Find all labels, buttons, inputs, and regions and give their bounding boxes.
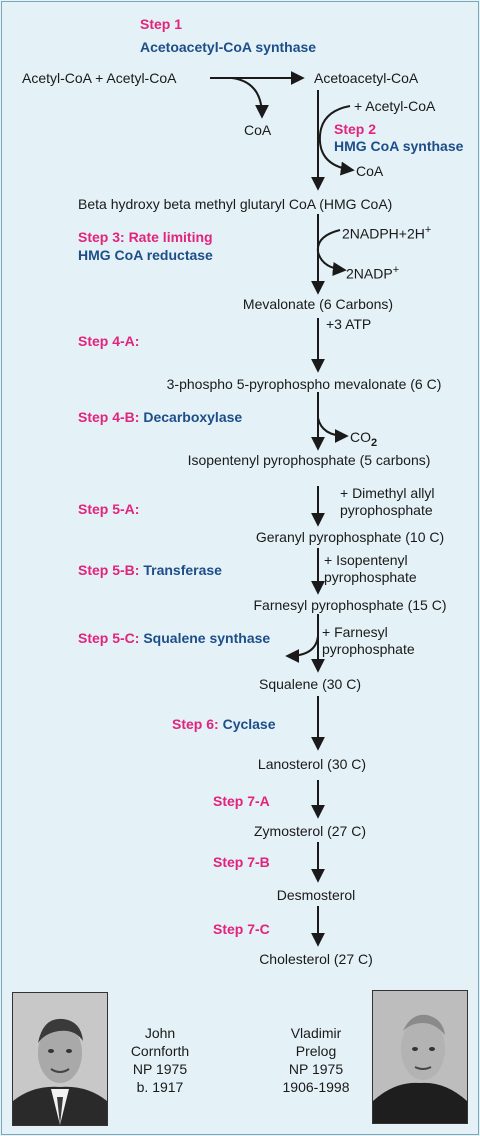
caption-cornforth-name: John (144, 1025, 176, 1041)
portrait-vladimir-prelog (372, 990, 468, 1124)
step5c-label: Step 5-C: (78, 630, 140, 646)
step6-label: Step 6: (172, 716, 219, 732)
compound-mevalonate: Mevalonate (6 Carbons) (242, 296, 394, 312)
step4b-enzyme: Decarboxylase (143, 409, 243, 425)
step5a-label: Step 5-A: (78, 501, 140, 517)
caption-prelog-surname: Prelog (295, 1043, 337, 1059)
cosubstrate-acetyl-coa: + Acetyl-CoA (354, 98, 436, 114)
caption-prelog: Vladimir Prelog NP 1975 1906-1998 (283, 1024, 350, 1096)
cofactor-nadph: 2NADPH+2H+ (342, 224, 432, 242)
cofactor-atp: +3 ATP (326, 316, 372, 332)
step7b-label: Step 7-B (213, 854, 270, 870)
step5c-enzyme: Squalene synthase (143, 630, 271, 646)
caption-cornforth-award: NP 1975 (132, 1061, 188, 1077)
compound-hmg-coa: Beta hydroxy beta methyl glutaryl CoA (H… (78, 196, 393, 212)
step5b-enzyme: Transferase (143, 562, 222, 578)
arrow-nadph (316, 229, 347, 276)
step1-enzyme: Acetoacetyl-CoA synthase (140, 39, 317, 55)
cosubstrate-ipp-2: pyrophosphate (324, 569, 417, 585)
cofactor-nadph-charge: + (424, 224, 432, 236)
cosubstrate-ipp-1: + Isopentenyl (324, 552, 408, 568)
byproduct-co2-subscript: 2 (371, 436, 378, 449)
cofactor-nadp-charge: + (392, 264, 400, 276)
cosubstrate-dmapp-1: + Dimethyl allyl (340, 485, 435, 501)
compound-desmosterol: Desmosterol (276, 887, 356, 903)
caption-cornforth-surname: Cornforth (130, 1043, 190, 1059)
step4a-label: Step 4-A: (78, 333, 140, 349)
step6: Step 6: Cyclase (172, 716, 276, 733)
cofactor-nadp: 2NADP+ (346, 264, 400, 282)
compound-cholesterol: Cholesterol (27 C) (259, 951, 373, 967)
compound-acetoacetyl-coa: Acetoacetyl-CoA (314, 70, 419, 86)
cosubstrate-dmapp-2: pyrophosphate (340, 502, 433, 518)
cosubstrate-farnesyl-2: pyrophosphate (322, 641, 415, 657)
byproduct-coa-2: CoA (356, 163, 384, 179)
step7c-label: Step 7-C (213, 921, 270, 937)
compound-acetyl-coa-pair: Acetyl-CoA + Acetyl-CoA (22, 70, 177, 86)
arrow-acetyl-in (318, 105, 355, 176)
arrow-co2 (317, 417, 349, 443)
portrait-cornforth-illustration (13, 993, 107, 1125)
step5c: Step 5-C: Squalene synthase (78, 630, 270, 647)
step2-label: Step 2 (334, 121, 377, 137)
step4b: Step 4-B: Decarboxylase (78, 409, 242, 426)
step2-enzyme: HMG CoA synthase (334, 138, 464, 154)
compound-farnesyl-pp: Farnesyl pyrophosphate (15 C) (253, 597, 447, 613)
byproduct-co2: CO2 (350, 429, 378, 449)
compound-zymosterol: Zymosterol (27 C) (253, 823, 367, 839)
arrow-ppi-release (285, 635, 319, 663)
caption-prelog-dates: 1906-1998 (282, 1079, 350, 1095)
portrait-john-cornforth (12, 992, 108, 1126)
step3-enzyme: HMG CoA reductase (78, 247, 213, 263)
caption-prelog-award: NP 1975 (288, 1061, 344, 1077)
arrow-coa-release (231, 77, 269, 119)
portrait-prelog-illustration (373, 991, 467, 1123)
caption-prelog-name: Vladimir (290, 1025, 342, 1041)
step5b-label: Step 5-B: (78, 562, 140, 578)
compound-geranyl-pp: Geranyl pyrophosphate (10 C) (255, 529, 445, 545)
compound-squalene: Squalene (30 C) (259, 676, 361, 692)
step6-enzyme: Cyclase (222, 716, 276, 732)
cosubstrate-farnesyl-1: + Farnesyl (322, 624, 388, 640)
caption-cornforth-dates: b. 1917 (136, 1079, 184, 1095)
byproduct-coa-1: CoA (244, 122, 272, 138)
compound-isopentenyl-pp: Isopentenyl pyrophosphate (5 carbons) (187, 452, 431, 468)
step4b-label: Step 4-B: (78, 409, 140, 425)
caption-cornforth: John Cornforth NP 1975 b. 1917 (131, 1024, 189, 1096)
step5b: Step 5-B: Transferase (78, 562, 222, 579)
compound-lanosterol: Lanosterol (30 C) (257, 756, 367, 772)
step3-label: Step 3: Rate limiting (78, 229, 213, 245)
step1-label: Step 1 (140, 16, 183, 32)
compound-phosphomevalonate: 3-phospho 5-pyrophospho mevalonate (6 C) (166, 376, 442, 392)
step7a-label: Step 7-A (213, 793, 270, 809)
